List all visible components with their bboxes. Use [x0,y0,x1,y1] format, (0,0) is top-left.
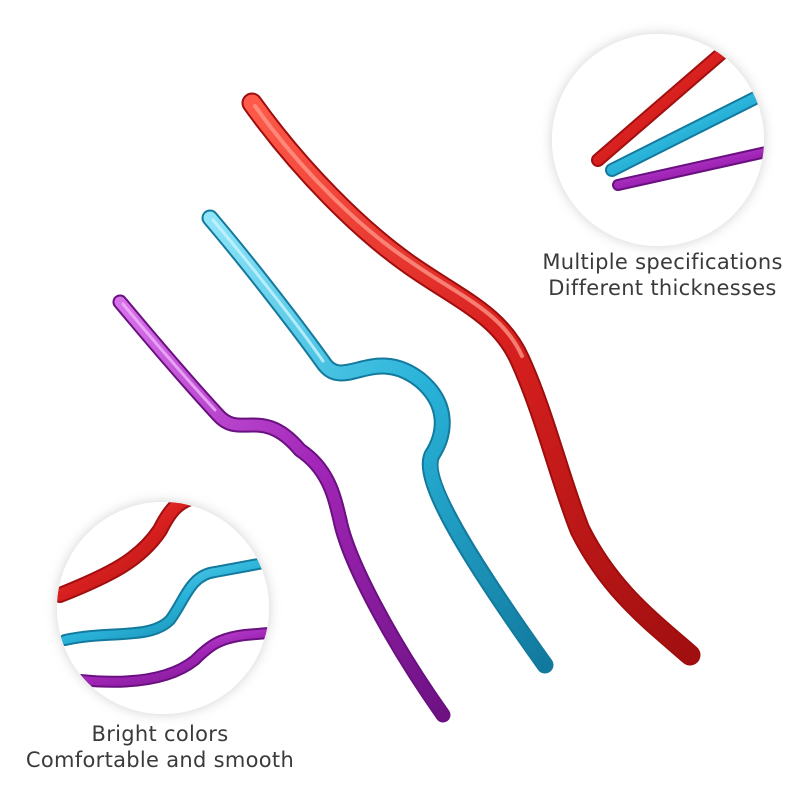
curves-detail-inset [57,502,269,714]
caption-line: Different thicknesses [548,276,777,300]
red-cable-needle [241,92,701,666]
caption-colors: Bright colors Comfortable and smooth [10,721,310,773]
blue-cable-needle [201,209,554,674]
caption-specifications: Multiple specifications Different thickn… [520,249,800,301]
caption-line: Bright colors [91,722,229,746]
tips-detail-inset [552,34,764,246]
caption-line: Comfortable and smooth [25,748,295,772]
caption-line: Multiple specifications [542,250,783,274]
purple-cable-needle [112,294,451,723]
